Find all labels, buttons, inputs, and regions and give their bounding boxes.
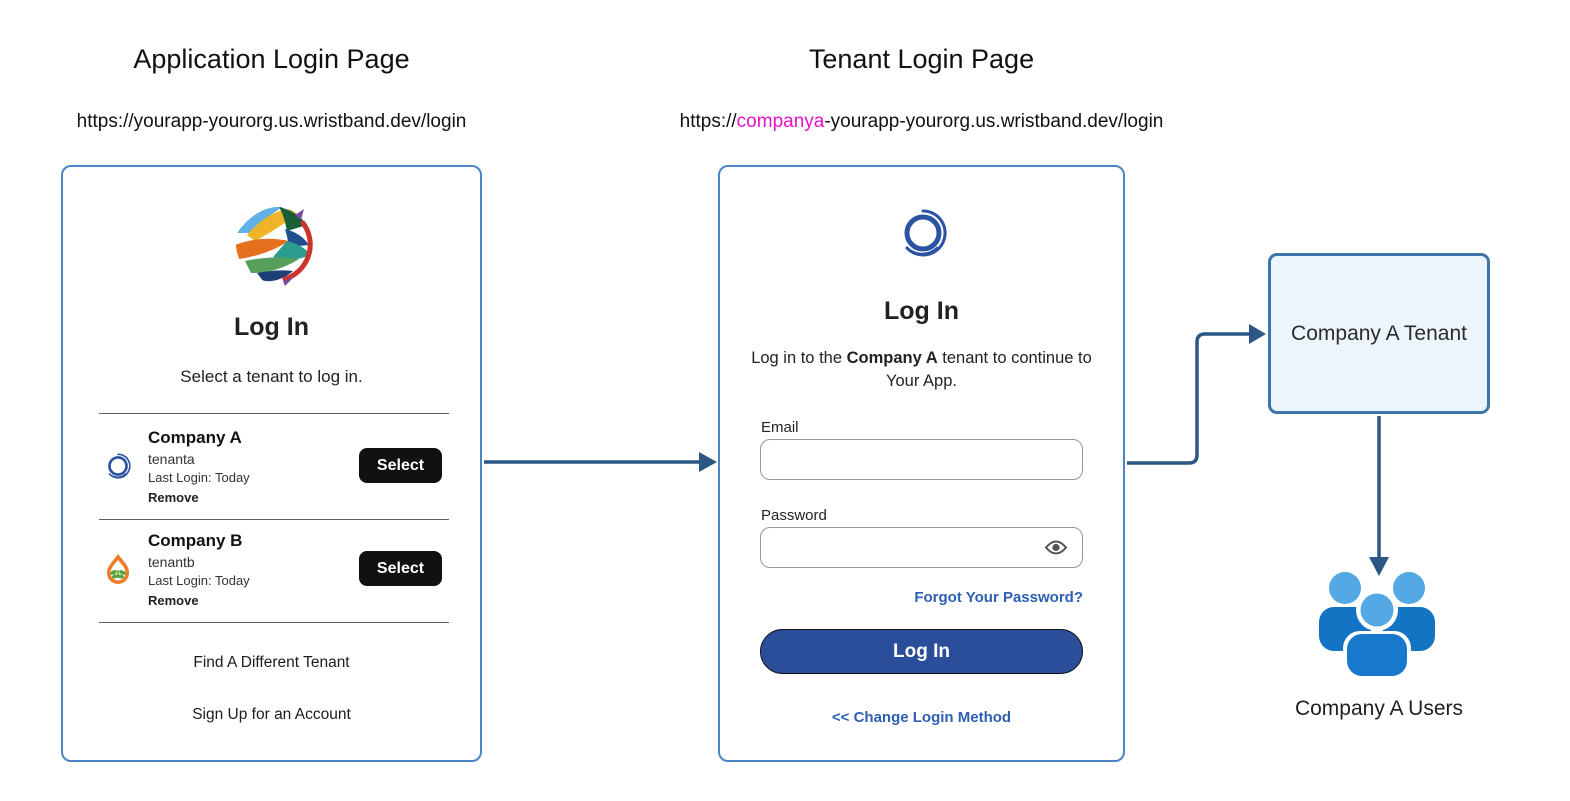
card2-heading: Log In	[884, 297, 959, 325]
divider	[99, 519, 449, 520]
find-different-tenant-link[interactable]: Find A Different Tenant	[193, 654, 350, 671]
ring-swirl-icon	[904, 209, 947, 257]
globe-swirl-icon	[236, 206, 313, 286]
tenant-last-login: Last Login: Today	[148, 470, 250, 485]
sign-up-link[interactable]: Sign Up for an Account	[192, 706, 351, 723]
tenant-row-company-b: Company B tenantb Last Login: Today Remo…	[63, 525, 480, 622]
flame-leaf-icon	[107, 554, 129, 584]
select-tenant-a-button[interactable]: Select	[359, 448, 442, 483]
divider	[99, 413, 449, 414]
tenant-name: Company A	[148, 428, 242, 447]
description-tenant-name: Company A	[846, 349, 938, 367]
app-login-url: https://yourapp-yourorg.us.wristband.dev…	[76, 111, 467, 132]
company-a-tenant-box: Company A Tenant	[1268, 253, 1490, 414]
email-label: Email	[761, 419, 799, 436]
login-description: Log in to the Company A tenant to contin…	[750, 347, 1093, 393]
tenant-login-card: Log In Log in to the Company A tenant to…	[718, 165, 1125, 762]
users-label: Company A Users	[1294, 697, 1464, 720]
tenant-login-title: Tenant Login Page	[808, 44, 1035, 74]
url-prefix: https://	[679, 111, 737, 132]
arrowhead-right-2	[1249, 324, 1266, 344]
password-field[interactable]	[760, 527, 1083, 568]
card1-heading: Log In	[234, 313, 309, 341]
users-group-icon	[1319, 572, 1435, 678]
change-login-method-link[interactable]: << Change Login Method	[831, 709, 1012, 726]
email-field[interactable]	[760, 439, 1083, 480]
password-label: Password	[761, 507, 827, 524]
application-login-card: Log In Select a tenant to log in. Compan…	[61, 165, 482, 762]
tenant-select-subheading: Select a tenant to log in.	[180, 367, 363, 386]
description-pre: Log in to the	[751, 349, 847, 367]
tenant-id: tenantb	[148, 554, 195, 570]
app-login-title: Application Login Page	[133, 44, 410, 74]
description-post: tenant to continue to Your App.	[886, 349, 1092, 391]
tenant-login-url: https://companya-yourapp-yourorg.us.wris…	[618, 111, 1225, 133]
url-rest: -yourapp-yourorg.us.wristband.dev/login	[824, 111, 1164, 132]
eye-icon[interactable]	[1044, 539, 1068, 556]
select-tenant-b-button[interactable]: Select	[359, 551, 442, 586]
remove-tenant-link[interactable]: Remove	[148, 490, 199, 505]
arrow-tenant-to-box	[1127, 332, 1249, 465]
url-tenant-subdomain: companya	[736, 111, 825, 132]
tenant-row-company-a: Company A tenanta Last Login: Today Remo…	[63, 422, 480, 519]
tenant-id: tenanta	[148, 451, 195, 467]
tenant-last-login: Last Login: Today	[148, 573, 250, 588]
tenant-name: Company B	[148, 531, 243, 550]
forgot-password-link[interactable]: Forgot Your Password?	[914, 589, 1083, 606]
divider	[99, 622, 449, 623]
remove-tenant-link[interactable]: Remove	[148, 593, 199, 608]
ring-swirl-icon	[108, 453, 131, 479]
arrowhead-right-1	[699, 452, 717, 472]
tenant-box-label: Company A Tenant	[1291, 321, 1467, 345]
login-button[interactable]: Log In	[760, 629, 1083, 674]
